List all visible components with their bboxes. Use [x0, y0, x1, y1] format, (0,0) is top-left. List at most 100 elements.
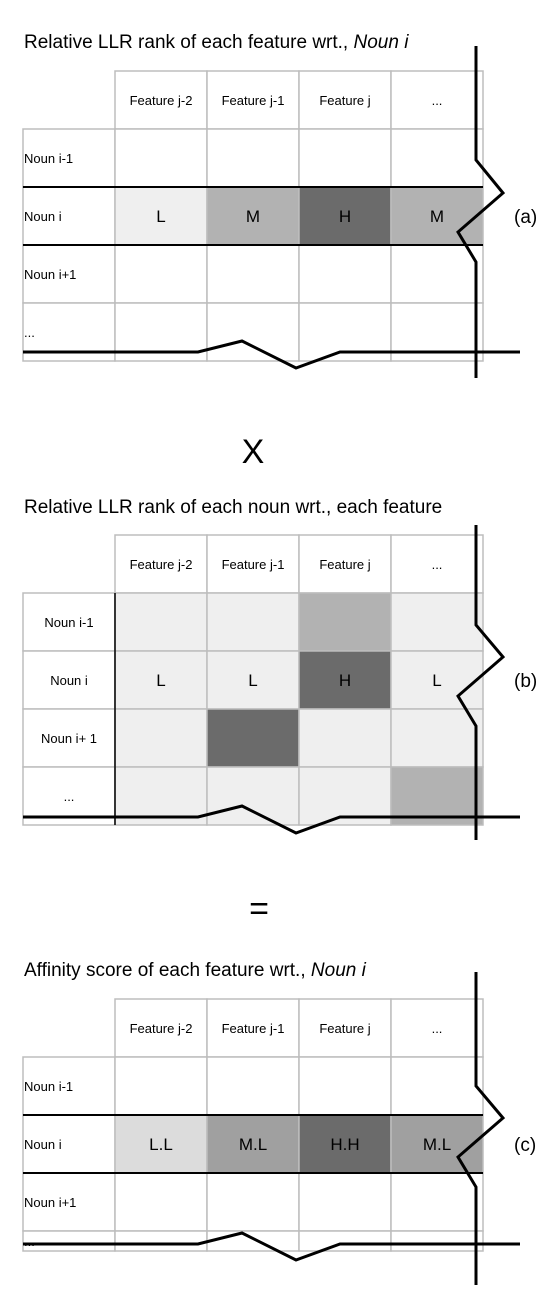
row-label-b-1: Noun i	[50, 673, 88, 688]
row-label-b-0: Noun i-1	[44, 615, 93, 630]
row-header-cell-c-3	[22, 1230, 116, 1252]
row-header-cell-b-3	[22, 766, 116, 826]
header-cell-b-1	[206, 534, 300, 594]
column-label-c-3: ...	[432, 1021, 443, 1036]
matrix-cell-c-0-0	[114, 1056, 208, 1116]
panel-b-title: Relative LLR rank of each noun wrt., eac…	[24, 497, 443, 518]
matrix-cell-b-3-0	[114, 766, 208, 826]
matrix-cell-a-2-1	[206, 244, 300, 304]
horizontal-break-line-b	[23, 804, 520, 835]
cell-value-c-1-2: H.H	[330, 1135, 359, 1154]
matrix-cell-c-2-0	[114, 1172, 208, 1232]
matrix-cell-a-0-2	[298, 128, 392, 188]
matrix-cell-c-3-2	[298, 1230, 392, 1252]
horizontal-break-line-c	[23, 1231, 520, 1262]
matrix-cell-b-0-1	[206, 592, 300, 652]
matrix-cell-c-0-2	[298, 1056, 392, 1116]
matrix-cell-b-3-3	[390, 766, 484, 826]
row-label-c-3: ...	[24, 1234, 35, 1249]
cell-value-c-1-0: L.L	[149, 1135, 173, 1154]
matrix-cell-b-2-3	[390, 708, 484, 768]
column-label-a-0: Feature j-2	[130, 93, 193, 108]
row-header-cell-a-2	[22, 244, 116, 304]
cell-value-b-1-1: L	[248, 671, 257, 690]
row-label-c-1: Noun i	[24, 1137, 62, 1152]
panel-marker-b: (b)	[514, 671, 537, 692]
matrix-cell-c-0-3	[390, 1056, 484, 1116]
panel-marker-a: (a)	[514, 207, 537, 228]
matrix-cell-a-2-3	[390, 244, 484, 304]
row-header-cell-a-1	[22, 186, 116, 246]
vertical-break-line-a	[456, 46, 506, 378]
row-label-c-2: Noun i+1	[24, 1195, 76, 1210]
row-label-a-1: Noun i	[24, 209, 62, 224]
column-label-c-1: Feature j-1	[222, 1021, 285, 1036]
matrix-cell-a-1-3	[390, 186, 484, 246]
row-header-cell-b-2	[22, 708, 116, 768]
cell-value-a-1-2: H	[339, 207, 351, 226]
panel-c-title: Affinity score of each feature wrt., Nou…	[24, 960, 366, 981]
vertical-break-line-b	[456, 525, 506, 840]
column-label-c-2: Feature j	[319, 1021, 370, 1036]
matrix-cell-a-0-1	[206, 128, 300, 188]
row-label-a-3: ...	[24, 325, 35, 340]
panel-marker-c: (c)	[514, 1135, 536, 1156]
row-header-cell-c-0	[22, 1056, 116, 1116]
matrix-cell-b-0-2	[298, 592, 392, 652]
multiply-operator: X	[241, 433, 265, 471]
matrix-cell-b-2-0	[114, 708, 208, 768]
matrix-cell-b-2-1	[206, 708, 300, 768]
matrix-cell-c-3-0	[114, 1230, 208, 1252]
row-label-c-0: Noun i-1	[24, 1079, 73, 1094]
cell-value-b-1-0: L	[156, 671, 165, 690]
row-label-a-0: Noun i-1	[24, 151, 73, 166]
column-label-c-0: Feature j-2	[130, 1021, 193, 1036]
matrix-cell-b-3-1	[206, 766, 300, 826]
matrix-cell-a-0-3	[390, 128, 484, 188]
cell-value-b-1-2: H	[339, 671, 351, 690]
cell-value-a-1-3: M	[430, 207, 444, 226]
column-label-b-3: ...	[432, 557, 443, 572]
row-label-a-2: Noun i+1	[24, 267, 76, 282]
cell-value-c-1-1: M.L	[239, 1135, 267, 1154]
header-cell-a-0	[114, 70, 208, 130]
row-label-b-3: ...	[64, 789, 75, 804]
matrix-cell-b-1-3	[390, 650, 484, 710]
column-label-a-1: Feature j-1	[222, 93, 285, 108]
column-label-b-1: Feature j-1	[222, 557, 285, 572]
cell-value-b-1-3: L	[432, 671, 441, 690]
matrix-cell-c-1-3	[390, 1114, 484, 1174]
matrix-cell-b-0-3	[390, 592, 484, 652]
matrix-cell-a-0-0	[114, 128, 208, 188]
matrix-cell-c-3-3	[390, 1230, 484, 1252]
matrix-cell-b-2-2	[298, 708, 392, 768]
header-cell-c-0	[114, 998, 208, 1058]
matrix-cell-c-1-1	[206, 1114, 300, 1174]
column-label-b-0: Feature j-2	[130, 557, 193, 572]
matrix-cell-c-2-1	[206, 1172, 300, 1232]
column-label-b-2: Feature j	[319, 557, 370, 572]
header-cell-c-3	[390, 998, 484, 1058]
matrix-cell-a-2-2	[298, 244, 392, 304]
matrix-cell-a-1-0	[114, 186, 208, 246]
matrix-cell-c-2-3	[390, 1172, 484, 1232]
matrix-cell-c-3-1	[206, 1230, 300, 1252]
horizontal-break-line-a	[23, 339, 520, 370]
vertical-break-line-c	[456, 972, 506, 1285]
column-label-a-2: Feature j	[319, 93, 370, 108]
column-label-a-3: ...	[432, 93, 443, 108]
cell-value-a-1-0: L	[156, 207, 165, 226]
panel-a-title: Relative LLR rank of each feature wrt., …	[24, 32, 409, 53]
header-cell-b-3	[390, 534, 484, 594]
row-header-cell-b-1	[22, 650, 116, 710]
matrix-cell-c-1-0	[114, 1114, 208, 1174]
matrix-cell-a-3-1	[206, 302, 300, 362]
cell-value-c-1-3: M.L	[423, 1135, 451, 1154]
matrix-cell-a-2-0	[114, 244, 208, 304]
matrix-cell-c-0-1	[206, 1056, 300, 1116]
row-label-b-2: Noun i+ 1	[41, 731, 97, 746]
matrix-cell-b-0-0	[114, 592, 208, 652]
equals-operator: =	[249, 890, 269, 928]
matrix-cell-c-2-2	[298, 1172, 392, 1232]
